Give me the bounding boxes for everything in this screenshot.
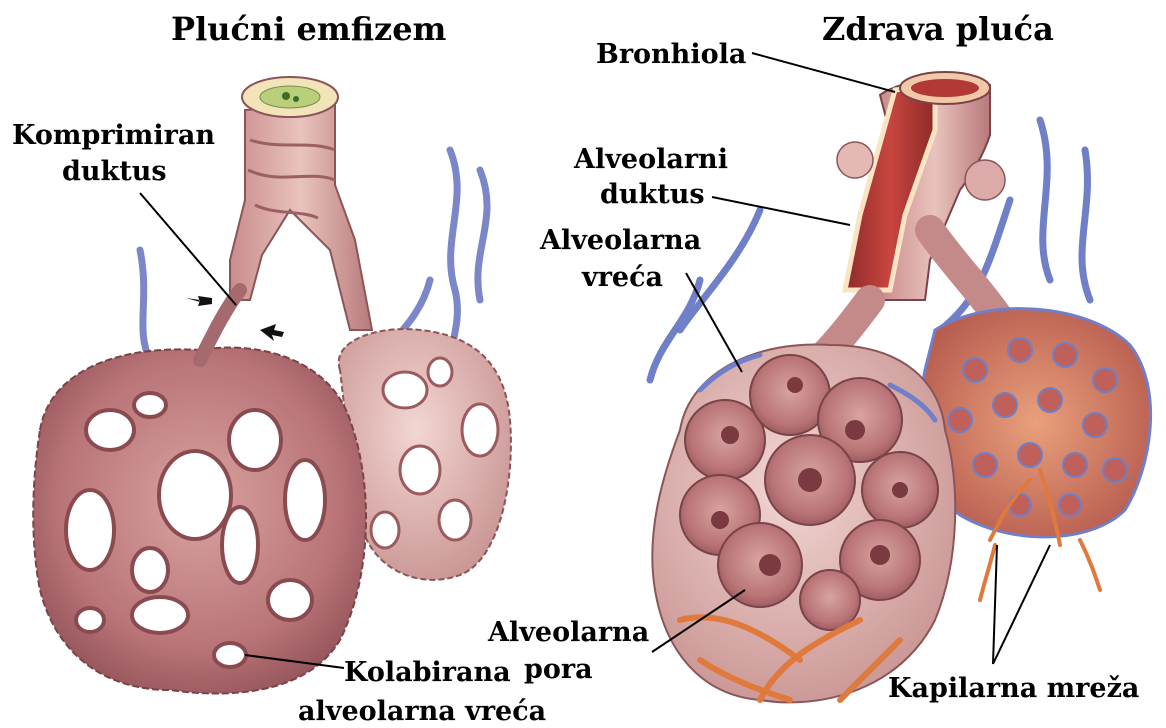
label-bronchiole: Bronhiola [596, 39, 746, 70]
emphysema-large-sac [33, 290, 366, 693]
label-capillary-network: Kapilarna mreža [888, 673, 1139, 704]
capillary-sac [921, 309, 1150, 600]
label-alveolar-pore-1: Alveolarna [487, 617, 649, 648]
emphysema-title: Plućni emfizem [171, 10, 447, 48]
label-alveolar-duct-1: Alveolarni [573, 144, 728, 175]
label-collapsed-sac-1: Kolabirana [344, 657, 511, 688]
label-alveolar-sac-1: Alveolarna [539, 225, 701, 256]
healthy-title: Zdrava pluća [822, 10, 1054, 48]
label-alveolar-duct-2: duktus [600, 179, 705, 210]
leader-capillary-1 [993, 545, 997, 664]
label-alveolar-sac-2: vreća [581, 262, 663, 293]
leader-capillary-2 [993, 545, 1050, 664]
label-collapsed-sac-2: alveolarna vreća [298, 696, 546, 727]
emphysema-bronchiole [230, 77, 372, 330]
label-alveolar-pore-2: pora [524, 654, 593, 685]
leader-bronchiole [752, 53, 895, 92]
healthy-alveolar-sac [652, 344, 955, 702]
leader-alveolar-duct [712, 197, 850, 225]
leader-compressed-duct [140, 193, 236, 305]
label-compressed-duct-2: duktus [62, 156, 167, 187]
label-compressed-duct-1: Komprimiran [12, 120, 215, 151]
